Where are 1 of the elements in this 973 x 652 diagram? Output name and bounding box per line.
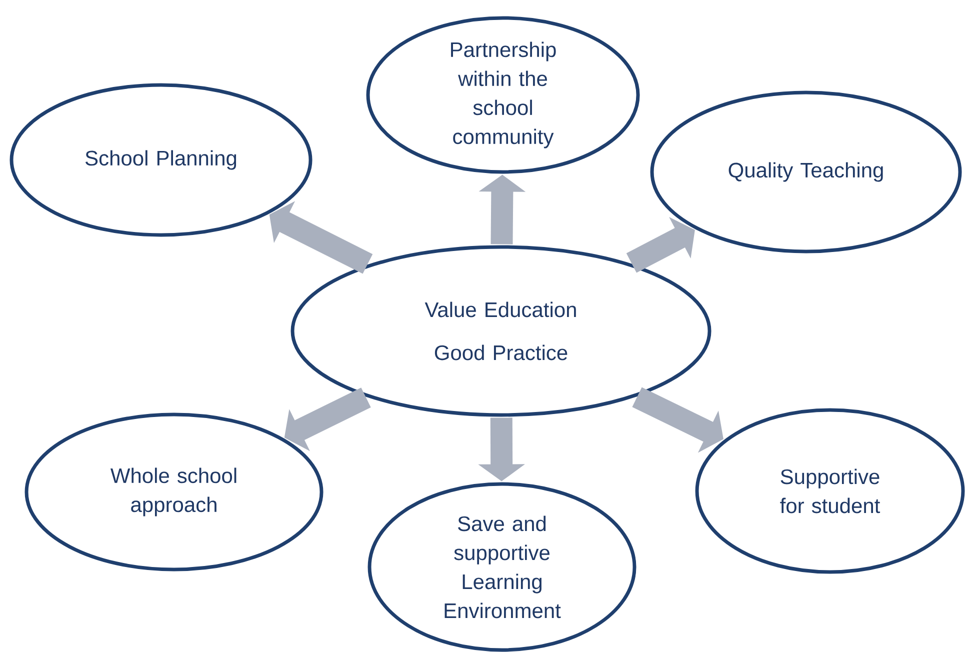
block-arrow	[626, 216, 695, 273]
